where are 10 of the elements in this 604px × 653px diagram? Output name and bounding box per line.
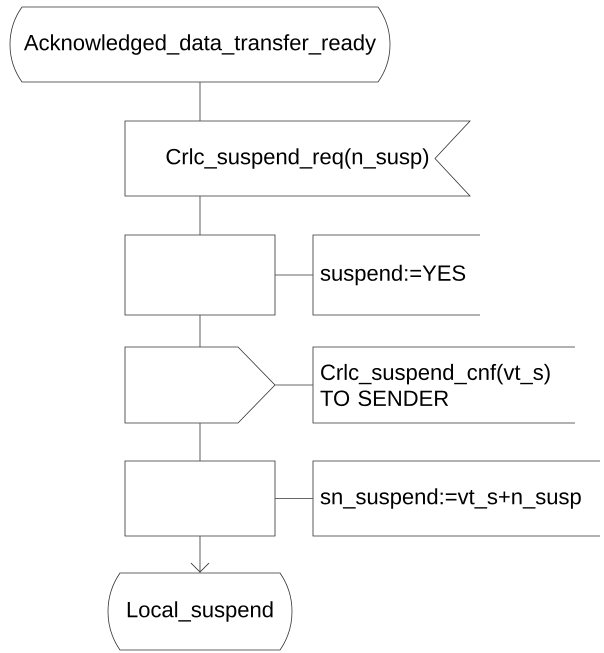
- task-box: [124, 234, 276, 316]
- task-box: [124, 460, 276, 536]
- arrow: [190, 536, 210, 573]
- comment-box: sn_suspend:=vt_s+n_susp: [312, 460, 600, 536]
- connector-line: [275, 498, 313, 499]
- comment-box: Crlc_suspend_cnf(vt_s) TO SENDER: [312, 346, 576, 424]
- connector-line: [275, 384, 313, 386]
- connector-line: [275, 274, 313, 276]
- comment-box: suspend:=YES: [312, 234, 480, 316]
- output-symbol: [124, 346, 276, 424]
